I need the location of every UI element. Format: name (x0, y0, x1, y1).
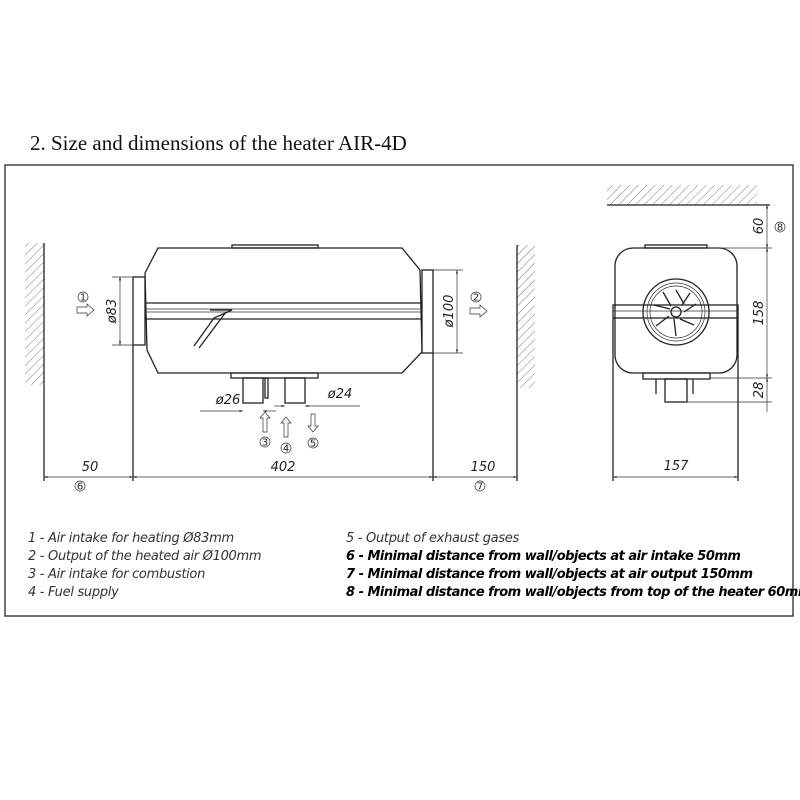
drawing-frame (4, 164, 794, 617)
marker-4: 4 (283, 444, 289, 455)
marker-1: 1 (80, 293, 86, 304)
bottom-plate (230, 372, 319, 379)
height-label: 158 (752, 301, 767, 326)
exhaust-diameter-label: ø24 (327, 387, 353, 402)
exhaust-pipe (284, 377, 306, 404)
legend-item: 4 - Fuel supply (28, 585, 119, 600)
top-clearance-label: 60 (752, 218, 767, 235)
legend-item: 8 - Minimal distance from wall/objects f… (346, 585, 800, 600)
air-intake-arrow-icon (76, 303, 95, 317)
marker-8: 8 (777, 223, 783, 234)
side-pipe (193, 309, 233, 349)
marker-5: 5 (310, 439, 316, 450)
legend-item: 1 - Air intake for heating Ø83mm (28, 531, 234, 546)
side-view: 60 158 28 8 157 (607, 185, 786, 481)
top-wall-hatch (607, 185, 757, 205)
legend-item: 7 - Minimal distance from wall/objects a… (346, 567, 753, 582)
width-label: 157 (664, 459, 690, 474)
legend-item: 6 - Minimal distance from wall/objects a… (346, 549, 740, 564)
exhaust-arrow-icon (307, 413, 319, 433)
air-output-arrow-icon (469, 304, 488, 318)
combustion-diameter-label: ø26 (215, 393, 241, 408)
left-wall-hatch (25, 243, 44, 385)
combustion-arrow-icon (259, 411, 271, 433)
output-clearance-label: 150 (471, 460, 496, 475)
length-label: 402 (271, 460, 296, 475)
inlet-flange (132, 276, 146, 346)
side-body (614, 247, 738, 374)
fuel-arrow-icon (280, 416, 292, 438)
right-wall-hatch (517, 245, 535, 388)
marker-2: 2 (473, 293, 479, 304)
front-view: ø83 ø100 ø26 ø24 1 2 3 4 5 50 402 150 6 (25, 243, 535, 493)
page-title: 2. Size and dimensions of the heater AIR… (30, 131, 407, 155)
bottom-height-label: 28 (752, 382, 767, 399)
combustion-intake-pipe (242, 377, 264, 404)
legend: 1 - Air intake for heating Ø83mm 2 - Out… (28, 531, 800, 600)
legend-item: 5 - Output of exhaust gases (346, 531, 520, 546)
fan-icon (642, 278, 710, 346)
side-band (612, 304, 739, 319)
legend-item: 3 - Air intake for combustion (28, 567, 205, 582)
intake-clearance-label: 50 (82, 460, 99, 475)
outlet-diameter-label: ø100 (442, 295, 457, 329)
outlet-flange (421, 269, 434, 354)
marker-7: 7 (477, 482, 483, 493)
heater-body (144, 247, 423, 374)
inlet-diameter-label: ø83 (105, 299, 120, 325)
top-bump (231, 244, 319, 249)
body-band (145, 302, 422, 320)
fuel-pipe (264, 377, 269, 399)
marker-3: 3 (262, 438, 268, 449)
marker-6: 6 (77, 482, 83, 493)
legend-item: 2 - Output of the heated air Ø100mm (28, 549, 261, 564)
